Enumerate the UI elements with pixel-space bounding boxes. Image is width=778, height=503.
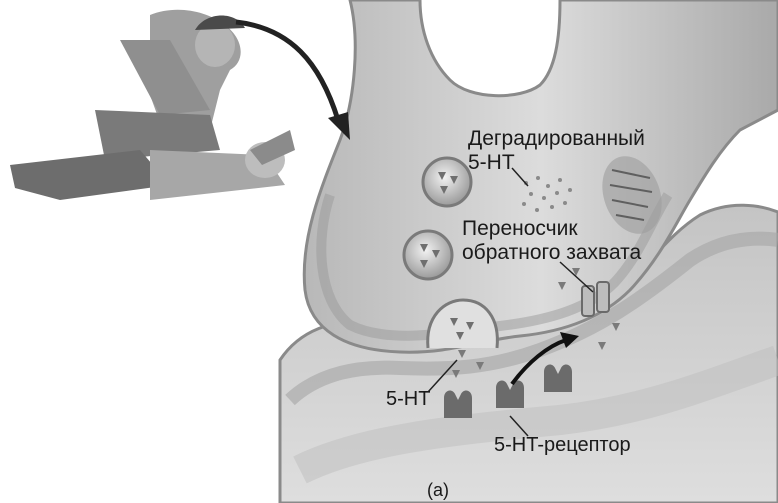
reuptake-transporter-label-line1: Переносчик	[462, 217, 641, 241]
degraded-5ht-label: Деградированный 5-HT	[468, 127, 645, 175]
reuptake-transporter-label-line2: обратного захвата	[462, 241, 641, 265]
reuptake-transporter-label: Переносчик обратного захвата	[462, 217, 641, 265]
zoom-arrow	[236, 22, 350, 140]
vesicle	[423, 158, 471, 206]
serotonin-label: 5-HT	[386, 387, 430, 411]
figure-caption: (a)	[427, 478, 449, 502]
receptor-label: 5-HT-рецептор	[494, 433, 631, 457]
people-illustration	[10, 10, 295, 200]
vesicle	[404, 231, 452, 279]
degraded-5ht-label-line1: Деградированный	[468, 127, 645, 151]
degraded-5ht-label-line2: 5-HT	[468, 151, 645, 175]
